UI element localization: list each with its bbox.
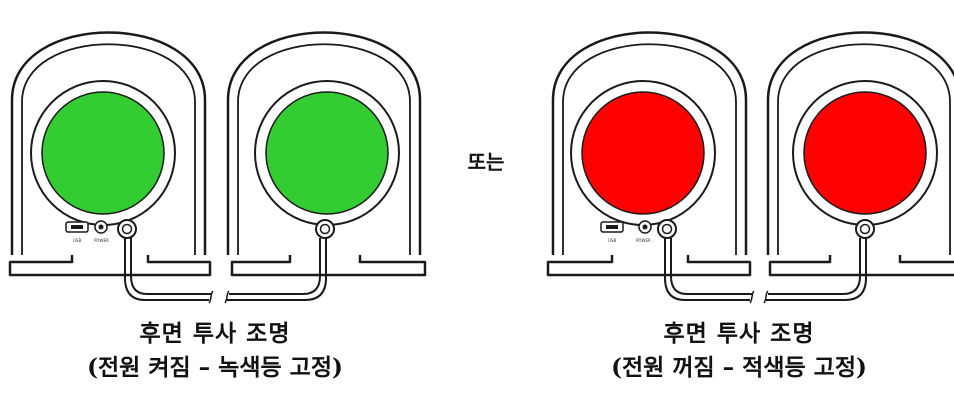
audio-plug-icon [657,219,677,239]
caption-on: 후면 투사 조명 (전원 켜짐 – 녹색등 고정) [0,318,430,386]
caption-title: 후면 투사 조명 [663,320,815,347]
usb-label: USB [608,238,616,243]
connecting-cable [124,238,327,304]
speaker-stand [8,255,212,277]
lighting-disc [265,91,389,215]
speaker-stand [546,255,752,277]
caption-title: 후면 투사 조명 [139,320,291,347]
speaker-stand [230,255,427,277]
panel-off [546,31,954,304]
panel-on [8,31,427,304]
left-speaker-on [10,31,207,255]
right-speaker-on [226,31,422,255]
right-speaker-off [766,31,954,255]
audio-plug-icon [117,219,137,239]
lighting-disc [581,91,705,215]
lighting-disc [803,91,927,215]
connecting-cable [664,238,867,304]
audio-jack-icon [315,219,335,239]
lighting-disc [41,91,165,215]
separator-label: 또는 [467,150,505,174]
power-label: POWER [94,238,109,243]
audio-jack-icon [855,219,875,239]
speaker-stand [768,255,954,277]
power-label: POWER [636,238,651,243]
usb-label: USB [73,238,81,243]
caption-detail: (전원 켜짐 – 녹색등 고정) [87,354,343,381]
caption-detail: (전원 꺼짐 – 적색등 고정) [611,354,867,381]
caption-off: 후면 투사 조명 (전원 꺼짐 – 적색등 고정) [524,318,954,386]
left-speaker-off [551,31,748,255]
